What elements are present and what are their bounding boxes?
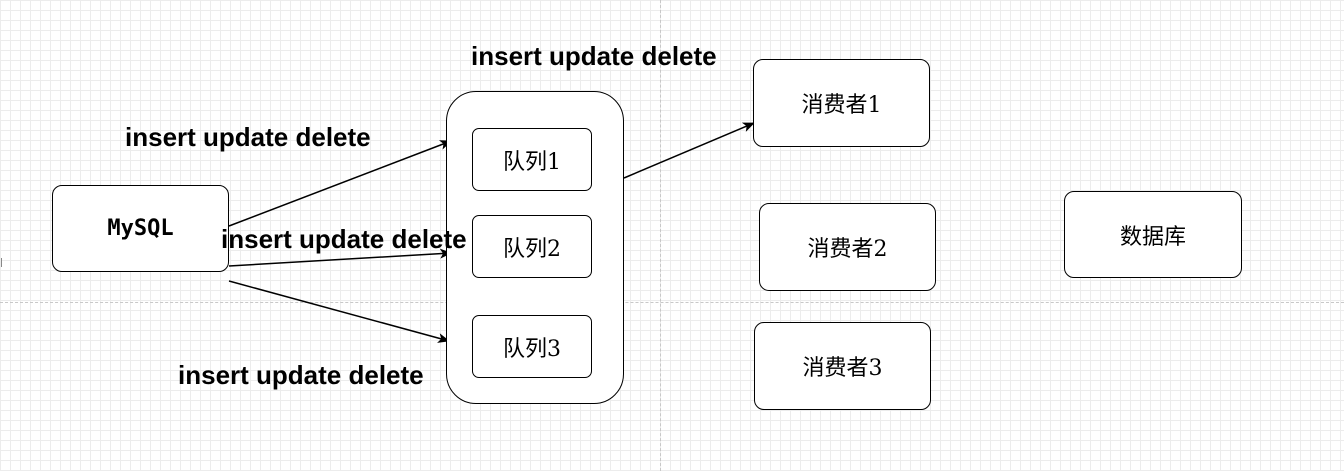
edge-tick-mark [1,258,2,267]
node-consumer3[interactable]: 消费者3 [754,322,931,410]
node-mysql[interactable]: MySQL [52,185,229,272]
edge-mysql-to-queue2[interactable] [228,248,452,267]
node-queue3-label: 队列3 [503,336,561,362]
edge-queues-to-consumer1[interactable] [623,122,755,179]
node-consumer2-label: 消费者2 [807,237,888,262]
node-database-label: 数据库 [1119,224,1186,250]
edge-label-mysql-to-queue2: insert update delete [221,224,467,254]
node-queue1-label: 队列1 [503,149,561,175]
edge-mysql-to-queue3[interactable] [228,280,450,343]
edge-label-mysql-to-queue3: insert update delete [178,360,424,390]
node-consumer1[interactable]: 消费者1 [753,59,930,147]
node-queue3[interactable]: 队列3 [472,315,592,378]
vertical-guide-line [660,0,661,471]
edge-label-queues-to-consumer1: insert update delete [471,41,717,71]
horizontal-guide-line [0,302,1344,303]
node-consumer3-label: 消费者3 [802,356,883,381]
edge-mysql-to-queue1[interactable] [228,140,452,227]
node-database[interactable]: 数据库 [1064,191,1242,278]
node-consumer1-label: 消费者1 [801,93,882,118]
node-mysql-label: MySQL [107,216,174,241]
node-queue2-label: 队列2 [503,236,561,262]
edge-label-mysql-to-queue1: insert update delete [125,122,371,152]
node-queue2[interactable]: 队列2 [472,215,592,278]
node-queue1[interactable]: 队列1 [472,128,592,191]
node-consumer2[interactable]: 消费者2 [759,203,936,291]
